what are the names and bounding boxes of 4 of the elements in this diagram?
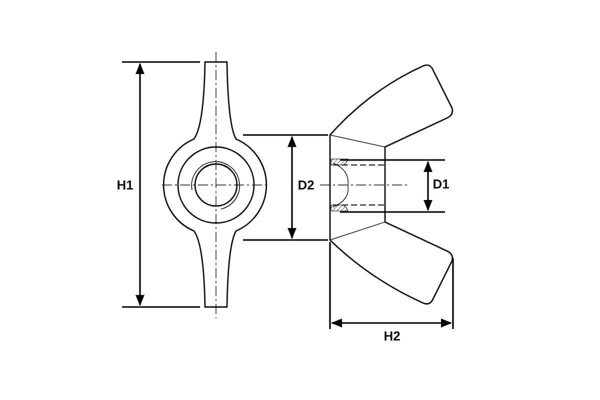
dimension-label: H2 (384, 328, 400, 344)
dimension-label: H1 (116, 178, 134, 192)
dimension-label: D2 (298, 178, 314, 192)
dimension-label: D1 (432, 176, 450, 192)
